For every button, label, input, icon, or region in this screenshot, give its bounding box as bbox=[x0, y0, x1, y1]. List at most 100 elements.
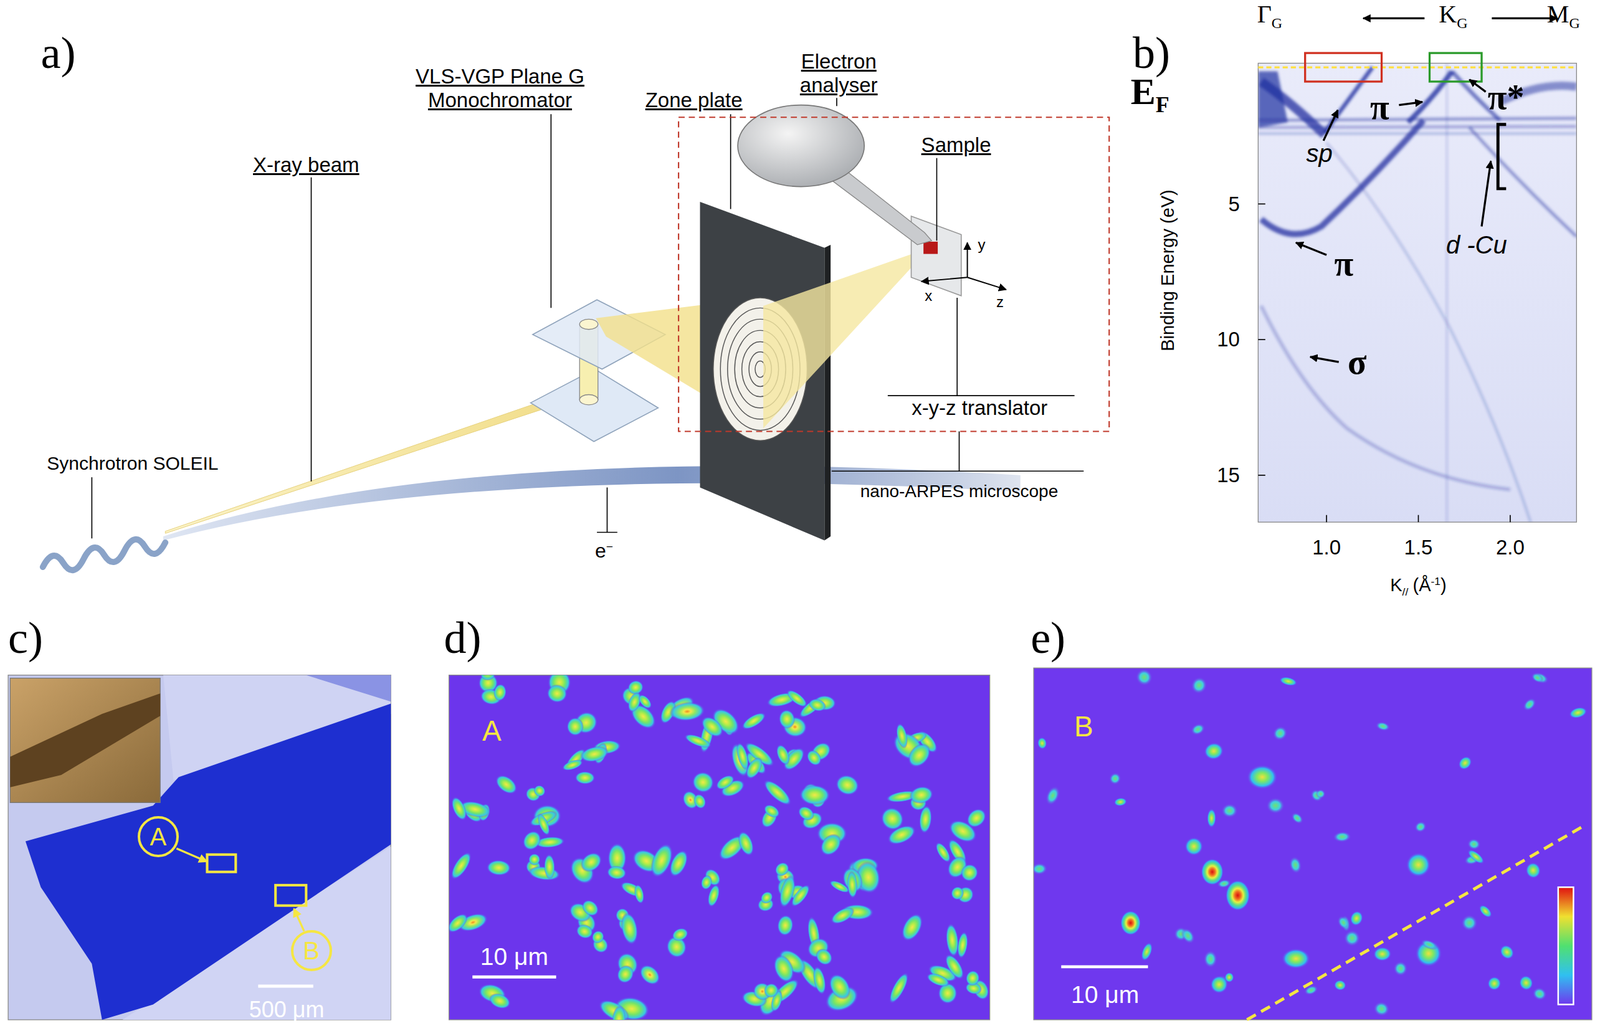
intensity-spot bbox=[758, 889, 776, 907]
region-circle: A bbox=[137, 816, 179, 858]
axis-name-group: y bbox=[978, 236, 986, 254]
axis-tick bbox=[1325, 515, 1328, 523]
band-label: σ bbox=[1347, 342, 1367, 382]
arpes-band-map bbox=[1257, 18, 1577, 523]
region-circle: B bbox=[290, 930, 333, 972]
component-label: X-ray beam bbox=[252, 153, 360, 177]
intensity-spot bbox=[1567, 705, 1589, 721]
electron-orbit bbox=[163, 466, 1021, 541]
intensity-spot bbox=[742, 754, 767, 782]
tick-label-group: 1.5 bbox=[1404, 536, 1434, 561]
intensity-spot bbox=[941, 951, 968, 983]
leader-line bbox=[550, 114, 553, 308]
intensity-spot bbox=[1184, 837, 1203, 856]
axis-name: y bbox=[978, 236, 986, 253]
intensity-spot bbox=[884, 821, 919, 848]
intensity-spot bbox=[1520, 695, 1539, 714]
beamline-illustration bbox=[42, 97, 1110, 571]
sample bbox=[923, 241, 938, 255]
intensity-spot bbox=[1333, 979, 1348, 992]
intensity-spot bbox=[1269, 723, 1291, 744]
intensity-spot bbox=[1347, 909, 1365, 928]
annotation-arrow bbox=[1295, 18, 1558, 362]
annotation-arrow bbox=[1481, 161, 1491, 227]
region-letter: B bbox=[1074, 710, 1094, 743]
axis-name-group: x bbox=[924, 287, 933, 305]
tick-label: 1.0 bbox=[1312, 536, 1341, 560]
leader-line bbox=[91, 97, 1084, 539]
component-label: VLS-VGP Plane G Monochromator bbox=[415, 65, 585, 113]
intensity-spot bbox=[492, 771, 521, 799]
photo-inset bbox=[9, 693, 161, 788]
k-point-label-group: KG bbox=[1438, 0, 1468, 33]
arpes-band-map bbox=[1257, 62, 1577, 523]
beamline-illustration bbox=[579, 395, 598, 405]
intensity-spot bbox=[1412, 819, 1429, 835]
intensity-spot bbox=[824, 970, 856, 1004]
intensity-spot bbox=[527, 852, 542, 868]
intensity-spot bbox=[1287, 855, 1304, 875]
region-letter-group: B bbox=[1074, 710, 1094, 744]
band-label: π bbox=[1370, 87, 1390, 127]
intensity-spot bbox=[957, 860, 982, 885]
intensity-spot bbox=[810, 965, 829, 996]
intensity-map bbox=[444, 664, 992, 1031]
scale-label: 10 μm bbox=[480, 943, 549, 971]
intensity-spot bbox=[1530, 985, 1549, 1003]
intensity-spot bbox=[578, 743, 611, 765]
k-point-label: Γ bbox=[1257, 0, 1272, 29]
axis-name-group: z bbox=[996, 293, 1004, 311]
intensity-spot bbox=[932, 839, 954, 865]
leader-line bbox=[836, 97, 838, 106]
intensity-spot bbox=[1485, 974, 1504, 993]
region-letter: A bbox=[150, 824, 167, 850]
component-label-group: Zone plate bbox=[645, 88, 743, 113]
axis-arrow bbox=[921, 242, 1007, 290]
annotation-arrow bbox=[1363, 17, 1425, 20]
intensity-spot bbox=[907, 784, 935, 807]
sample-map bbox=[8, 675, 391, 1020]
arpes-band-map bbox=[1446, 62, 1448, 523]
tick-label-group: 1.0 bbox=[1312, 536, 1341, 561]
panel-letter: a) bbox=[41, 28, 77, 78]
axis-arrow bbox=[966, 242, 969, 278]
band-label: sp bbox=[1305, 139, 1333, 167]
intensity-map bbox=[1031, 665, 1592, 1020]
intensity-spot bbox=[691, 791, 709, 811]
electron-symbol: e bbox=[595, 539, 607, 562]
tick-label-group: 15 bbox=[1216, 463, 1240, 488]
axis-title: // bbox=[1402, 585, 1409, 599]
annotation-arrow bbox=[1469, 79, 1486, 93]
leader-line bbox=[831, 470, 1085, 472]
intensity-spots bbox=[1033, 667, 1589, 1019]
arpes-band-map bbox=[1326, 142, 1531, 523]
intensity-spot bbox=[885, 970, 912, 1007]
panel-letter-group: a) bbox=[41, 27, 77, 80]
intensity-spot bbox=[669, 925, 691, 944]
band-label-group: π bbox=[1334, 242, 1354, 283]
intensity-spot bbox=[566, 717, 584, 736]
intensity-spot bbox=[1332, 831, 1352, 843]
component-label: Synchrotron SOLEIL bbox=[46, 452, 219, 473]
pointer-arrow bbox=[294, 909, 305, 932]
component-label-group: VLS-VGP Plane G Monochromator bbox=[394, 65, 607, 113]
intensity-spot bbox=[735, 829, 758, 858]
intensity-spot bbox=[1178, 925, 1198, 947]
tick-label: 10 bbox=[1216, 327, 1240, 351]
intensity-spot bbox=[492, 682, 508, 702]
intensity-spot bbox=[689, 768, 718, 797]
leader-line bbox=[887, 395, 1075, 397]
intensity-spot bbox=[924, 970, 952, 991]
leader-line bbox=[606, 487, 609, 533]
intensity-spot bbox=[636, 692, 655, 711]
k-point-label: G bbox=[1456, 14, 1468, 32]
intensity-spot bbox=[894, 722, 910, 750]
intensity-spot bbox=[1266, 797, 1285, 814]
component-label: x-y-z translator bbox=[911, 396, 1048, 420]
intensity-spot bbox=[1523, 861, 1543, 881]
highlight-box bbox=[1429, 52, 1482, 82]
intensity-spot bbox=[1419, 937, 1440, 953]
axis-arrow bbox=[921, 277, 968, 282]
